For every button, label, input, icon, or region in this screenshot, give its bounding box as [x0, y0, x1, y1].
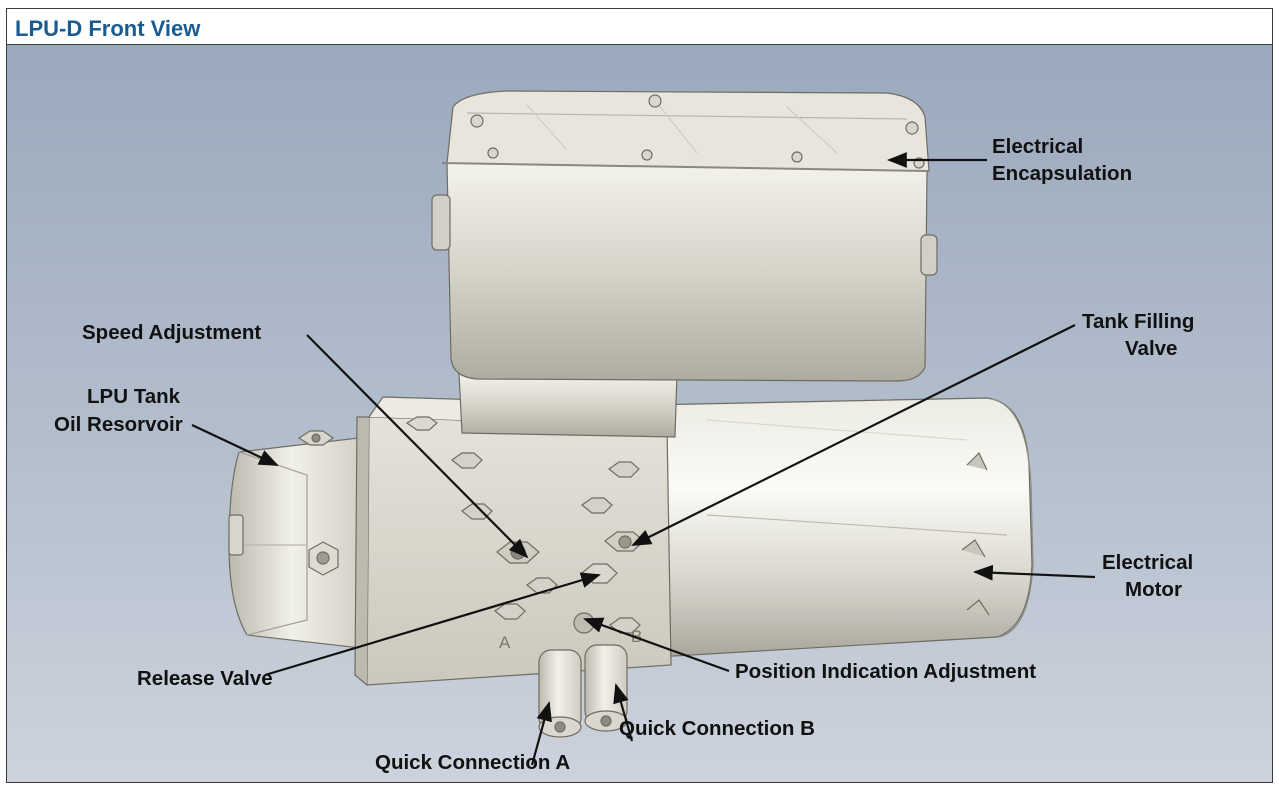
label-speed-adjustment: Speed Adjustment: [82, 321, 261, 344]
port-mark-a: A: [499, 633, 511, 652]
label-electrical-motor-line1: Electrical: [1102, 551, 1193, 574]
label-electrical-encapsulation: Electrical Encapsulation: [992, 135, 1132, 185]
leader-position-indication: [583, 617, 730, 673]
label-tank-filling-valve: Tank Filling Valve: [1082, 310, 1200, 360]
label-release-valve: Release Valve: [137, 667, 273, 690]
leader-quick-connection-a: [530, 701, 552, 766]
figure-header: LPU-D Front View: [7, 9, 1272, 45]
label-electrical-motor-line2: Motor: [1125, 578, 1182, 601]
figure-title: LPU-D Front View: [15, 16, 201, 41]
label-quick-connection-b: Quick Connection B: [619, 717, 815, 740]
leader-electrical-motor: [973, 564, 1096, 581]
label-tank-filling-valve-line1: Tank Filling: [1082, 310, 1194, 333]
lpu-d-diagram: A B Electrical Encapsulation Speed Adjus…: [7, 45, 1272, 782]
manifold-block: [354, 396, 672, 686]
leader-quick-connection-b: [613, 683, 634, 742]
label-lpu-tank-line2: Oil Resorvoir: [54, 413, 183, 436]
leader-lines: [191, 152, 1096, 766]
electrical-motor-body: [646, 397, 1034, 658]
figure-frame: LPU-D Front View: [6, 8, 1273, 783]
label-lpu-tank: LPU Tank Oil Resorvoir: [54, 385, 186, 436]
label-lpu-tank-line1: LPU Tank: [87, 385, 181, 408]
label-quick-connection-a: Quick Connection A: [375, 751, 570, 774]
manifold-bolts: [450, 452, 641, 634]
label-position-indication-adjustment: Position Indication Adjustment: [735, 660, 1036, 683]
label-tank-filling-valve-line2: Valve: [1125, 337, 1177, 360]
leader-speed-adjustment: [306, 334, 529, 559]
label-electrical-motor: Electrical Motor: [1102, 551, 1199, 601]
leader-lpu-tank: [191, 424, 279, 466]
electrical-encapsulation-box: [431, 90, 938, 382]
label-electrical-encapsulation-line1: Electrical: [992, 135, 1083, 158]
lpu-tank-body: [228, 430, 370, 650]
leader-release-valve: [264, 572, 601, 677]
encapsulation-neck: [458, 372, 678, 438]
label-electrical-encapsulation-line2: Encapsulation: [992, 162, 1132, 185]
leader-tank-filling-valve: [631, 324, 1076, 546]
figure-area: A B Electrical Encapsulation Speed Adjus…: [7, 45, 1272, 782]
position-indication-screw: [573, 612, 595, 634]
